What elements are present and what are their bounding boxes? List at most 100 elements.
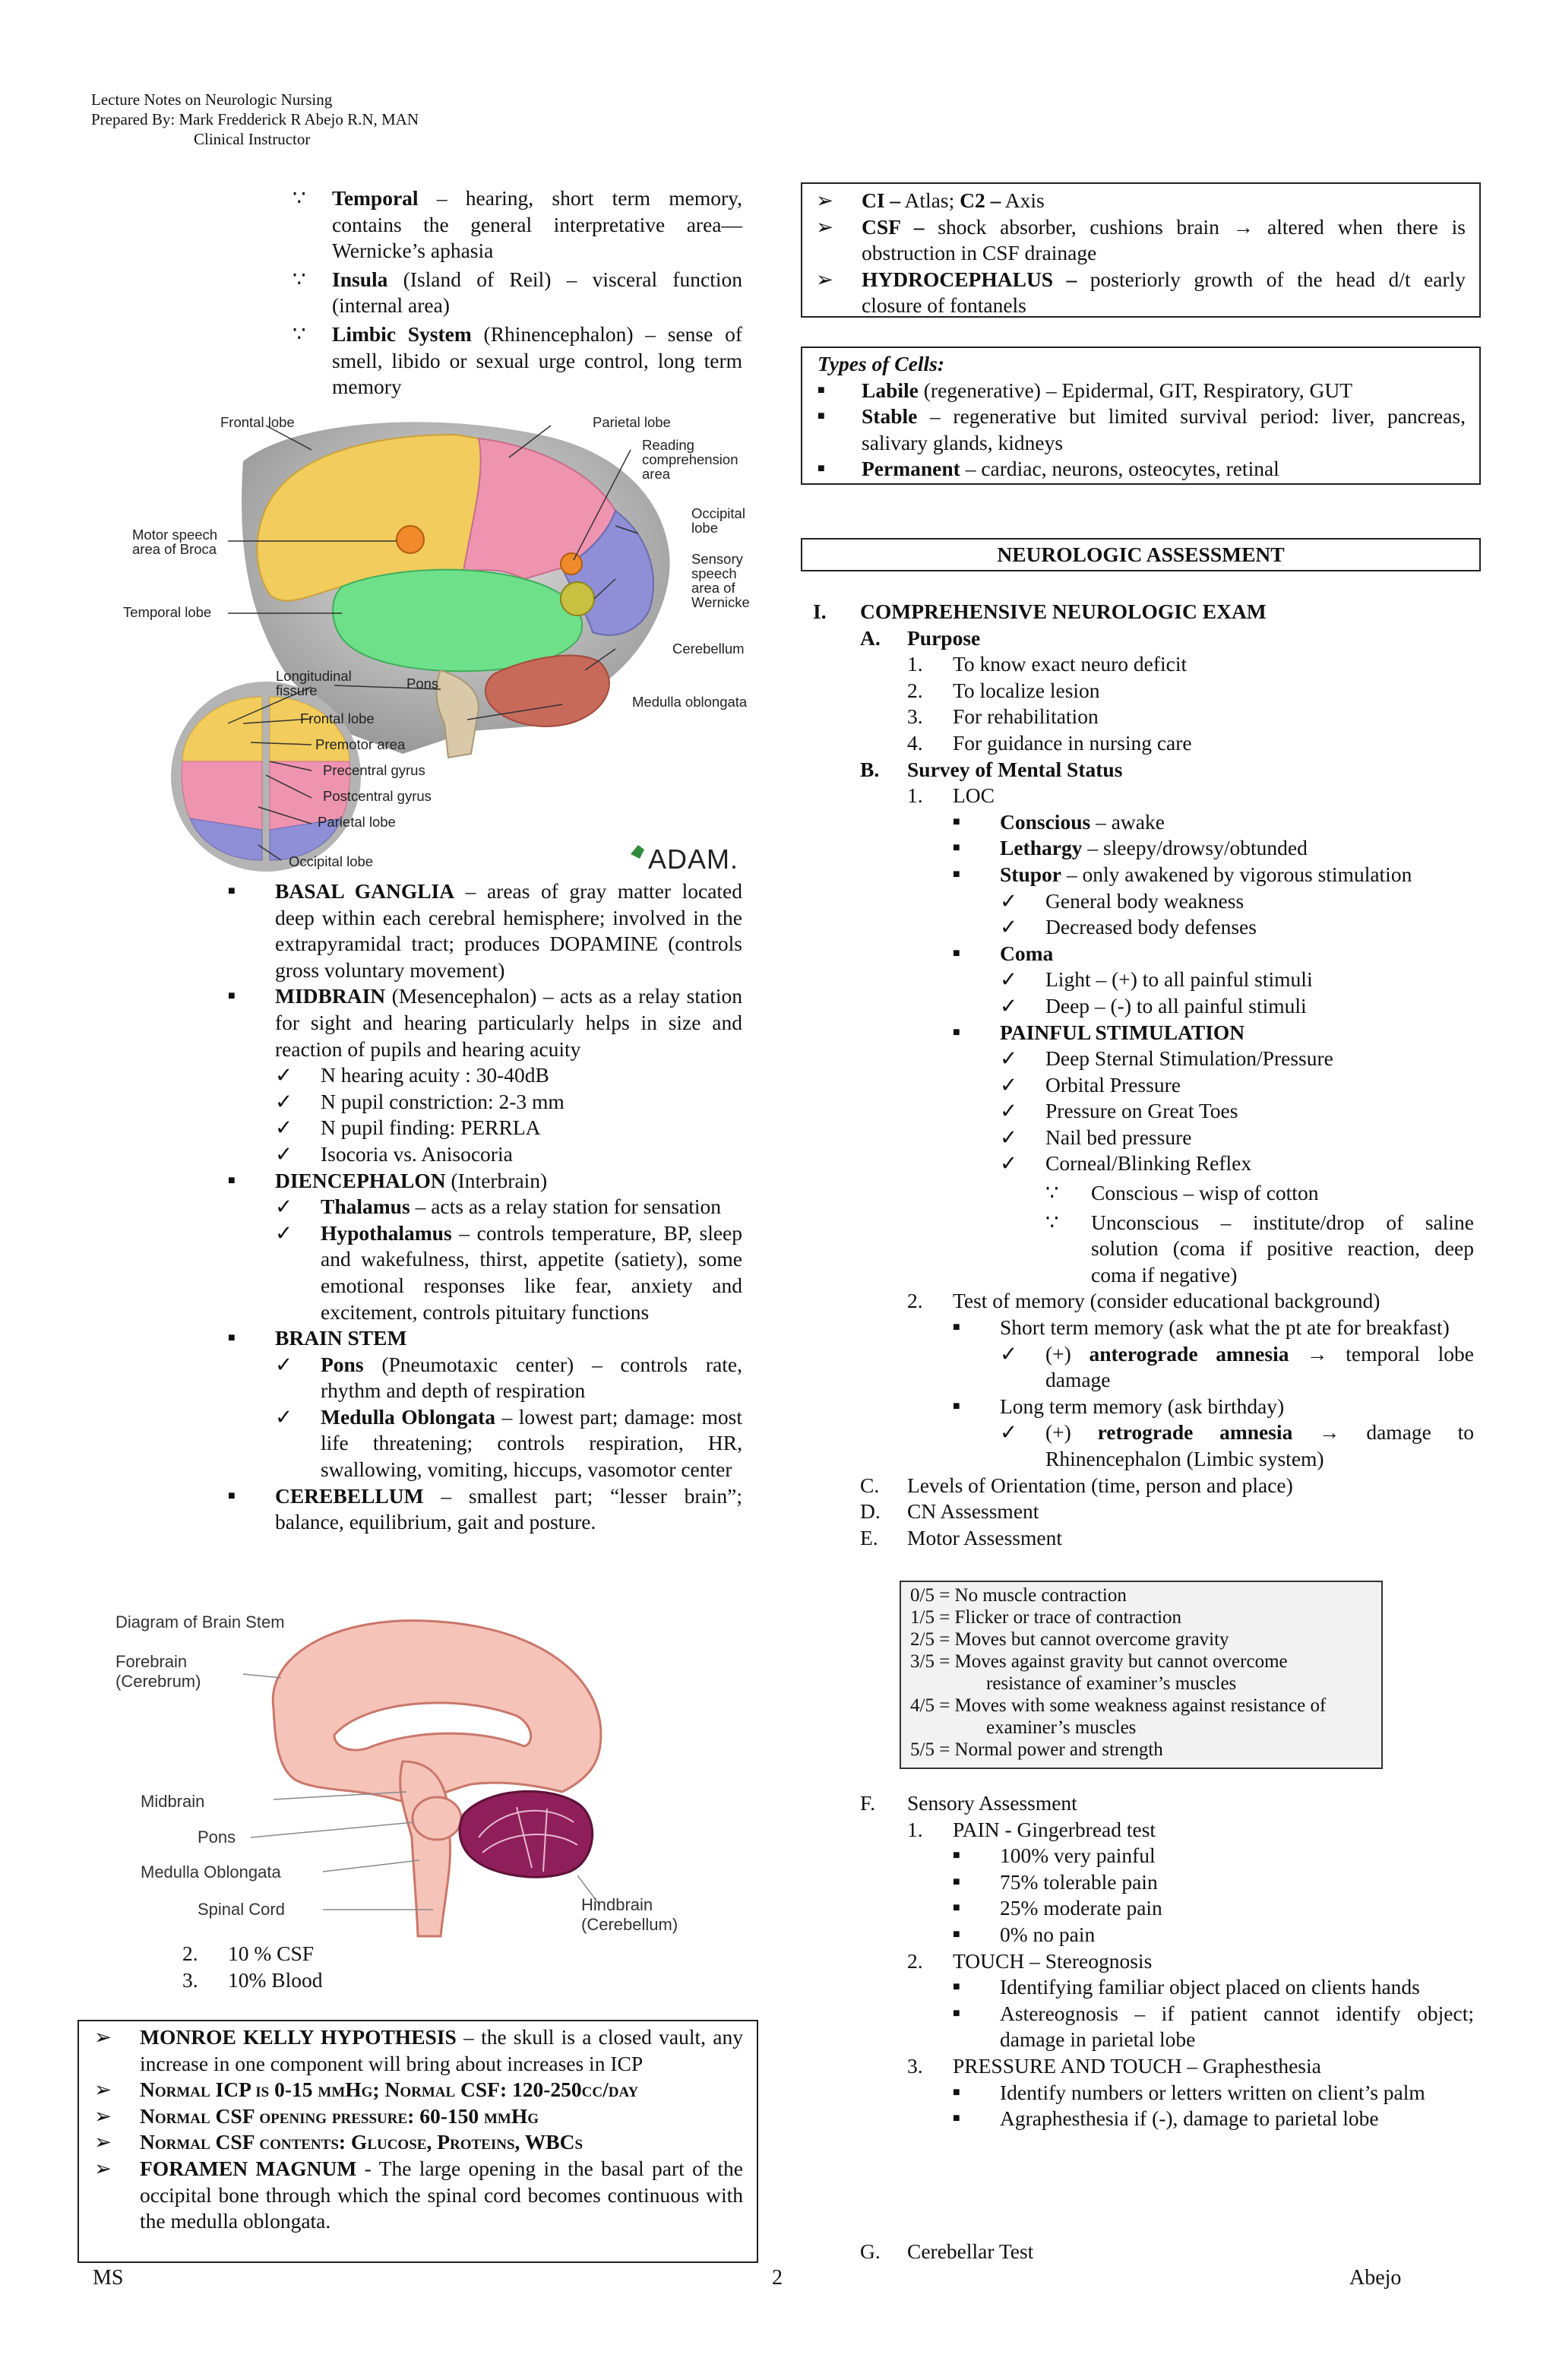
cerebellum-region [485,654,610,727]
term-cerebellum: CEREBELLUM [275,1483,424,1508]
long-term-memory-text: Long term memory (ask birthday) [1000,1394,1285,1418]
square-bullet: ■ [953,2006,960,2020]
box-item: ➢Normal ICP is 0-15 mmHg; Normal CSF: 12… [94,2077,743,2103]
label-pons-stem: Pons [198,1828,236,1847]
desc-pons: (Pneumotaxic center) – controls rate, rh… [321,1352,742,1403]
check-icon: ✓ [1000,967,1018,992]
numbered-item: 1.LOC [813,783,1474,809]
term-stupor: Stupor [1000,862,1061,886]
adam-logo: ADAM. [631,843,738,875]
pons-shape [411,1796,463,1841]
square-bullet: ■ [228,885,236,897]
term-limbic: Limbic System [332,321,472,346]
desc-cerebellum: – smallest part; “lesser brain”; balance… [275,1483,742,1534]
desc-insula: (Island of Reil) – visceral function (in… [332,267,742,318]
item-text: 10% Blood [228,1967,323,1992]
heading-motor: Motor Assessment [907,1525,1062,1549]
item-number: 3. [907,704,923,729]
box-item: ■Stable – regenerative but limited survi… [818,404,1466,456]
letter: C. [860,1473,880,1497]
desc-permanent: – cardiac, neurons, osteocytes, retinal [960,457,1279,481]
scale-line: 3/5 = Moves against gravity but cannot o… [910,1651,1288,1672]
pain-text: 75% tolerable pain [1000,1869,1158,1894]
label-forebrain-1: Forebrain [115,1652,187,1671]
desc-hypothalamus: – controls temperature, BP, sleep and wa… [321,1220,742,1324]
square-bullet: ■ [953,1849,960,1863]
heading-cn: CN Assessment [907,1499,1039,1524]
check-text: N pupil finding: PERRLA [321,1116,541,1140]
check-icon: ✓ [275,1220,293,1245]
scale-line: examiner’s muscles [986,1717,1137,1738]
pressure-item: ■ Agraphesthesia if (-), damage to pariet… [813,2106,1474,2132]
check-item: ✓Pressure on Great Toes [813,1098,1474,1125]
positive-sign: (+) [1045,1341,1090,1366]
desc-stable: – regenerative but limited survival peri… [862,404,1466,454]
desc-limbic: (Rhinencephalon) – sense of smell, libid… [332,321,742,399]
check-item: ✓ Thalamus – acts as a relay station for… [228,1194,742,1220]
pain-item: ■0% no pain [813,1922,1474,1948]
label-reading-2: comprehension [642,451,738,467]
list-item: ∵ Insula (Island of Reil) – visceral fun… [293,267,742,319]
desc-retrograde: damage to Rhinencephalon (Limbic system) [1045,1420,1474,1470]
because-bullet: ∵ [293,186,306,210]
term-ci: CI – [862,188,901,212]
term-diencephalon: DIENCEPHALON [275,1168,446,1192]
item-text: PAIN - Gingerbread test [953,1817,1156,1841]
list-item: ■ BASAL GANGLIA – areas of gray matter l… [228,878,742,983]
corneal-item: ∵Unconscious – institute/drop of saline … [813,1210,1474,1289]
check-item: ✓ Pons (Pneumotaxic center) – controls r… [228,1352,742,1404]
term-csf: CSF – [862,214,925,239]
header-line-3: Clinical Instructor [194,130,311,148]
numbered-item: 2.To localize lesion [813,678,1474,704]
leader-lines [227,425,639,861]
check-icon: ✓ [275,1063,293,1087]
label-precentral: Precentral gyrus [323,762,425,778]
short-term-memory-text: Short term memory (ask what the pt ate f… [1000,1315,1450,1340]
item-number: 3. [182,1967,198,1992]
reading-area-marker [560,552,583,575]
square-bullet: ■ [953,815,960,828]
square-bullet: ■ [228,1173,236,1187]
header-line-2: Prepared By: Mark Fredderick R Abejo R.N… [91,110,419,128]
label-postcentral: Postcentral gyrus [323,788,432,804]
brain-stem-diagram: Diagram of Brain Stem Forebrain (Cerebru… [115,1613,678,1938]
temporal-lobe-region [332,568,583,673]
csf-opening-pressure-text: Normal CSF opening pressure: 60-150 mmHg [140,2103,539,2128]
scale-line: 5/5 = Normal power and strength [910,1739,1163,1760]
letter: G. [860,2239,881,2263]
top-view-frontal-left [182,696,263,762]
desc-thalamus: – acts as a relay station for sensation [410,1195,722,1219]
term-anterograde: anterograde amnesia [1089,1341,1289,1366]
letter: E. [860,1525,878,1549]
list-item: ■ BRAIN STEM [228,1325,742,1352]
pressure-text: Agraphesthesia if (-), damage to parieta… [1000,2106,1379,2131]
check-text: Deep Sternal Stimulation/Pressure [1045,1046,1333,1071]
pain-item: ■25% moderate pain [813,1895,1474,1922]
corpus-callosum-shape [333,1701,533,1752]
label-longitudinal-1: Longitudinal [276,668,352,684]
check-icon: ✓ [1000,1125,1018,1149]
desc-labile: (regenerative) – Epidermal, GIT, Respira… [918,378,1353,402]
cells-box-title: Types of Cells: [818,352,944,375]
csf-contents-text: Normal CSF contents: Glucose, Proteins, … [140,2130,584,2154]
item-number: 2. [907,1289,923,1313]
letter-heading: B.Survey of Mental Status [813,757,1474,783]
label-frontal-lobe-top: Frontal lobe [300,711,375,726]
section-title: NEUROLOGIC ASSESSMENT [997,543,1285,566]
scale-line: 1/5 = Flicker or trace of contraction [910,1607,1182,1628]
label-sensory-4: Wernicke [691,594,750,610]
label-sensory-3: area of [691,580,735,596]
item-number: 3. [907,2053,923,2078]
label-midbrain: Midbrain [141,1792,204,1811]
loc-item: ■Conscious – awake [813,809,1474,836]
lobe-list: ∵ Temporal – hearing, short term memory,… [293,185,742,400]
label-medulla: Medulla oblongata [632,694,748,710]
square-bullet: ■ [818,383,825,397]
square-bullet: ■ [953,2112,960,2125]
list-item: ∵ Limbic System (Rhinencephalon) – sense… [293,321,742,400]
logo-text: ADAM. [648,843,738,875]
label-occipital-1: Occipital [691,505,745,521]
label-medulla-stem: Medulla Oblongata [141,1863,281,1882]
scale-line: resistance of examiner’s muscles [986,1673,1237,1694]
header-line-1: Lecture Notes on Neurologic Nursing [91,90,333,109]
